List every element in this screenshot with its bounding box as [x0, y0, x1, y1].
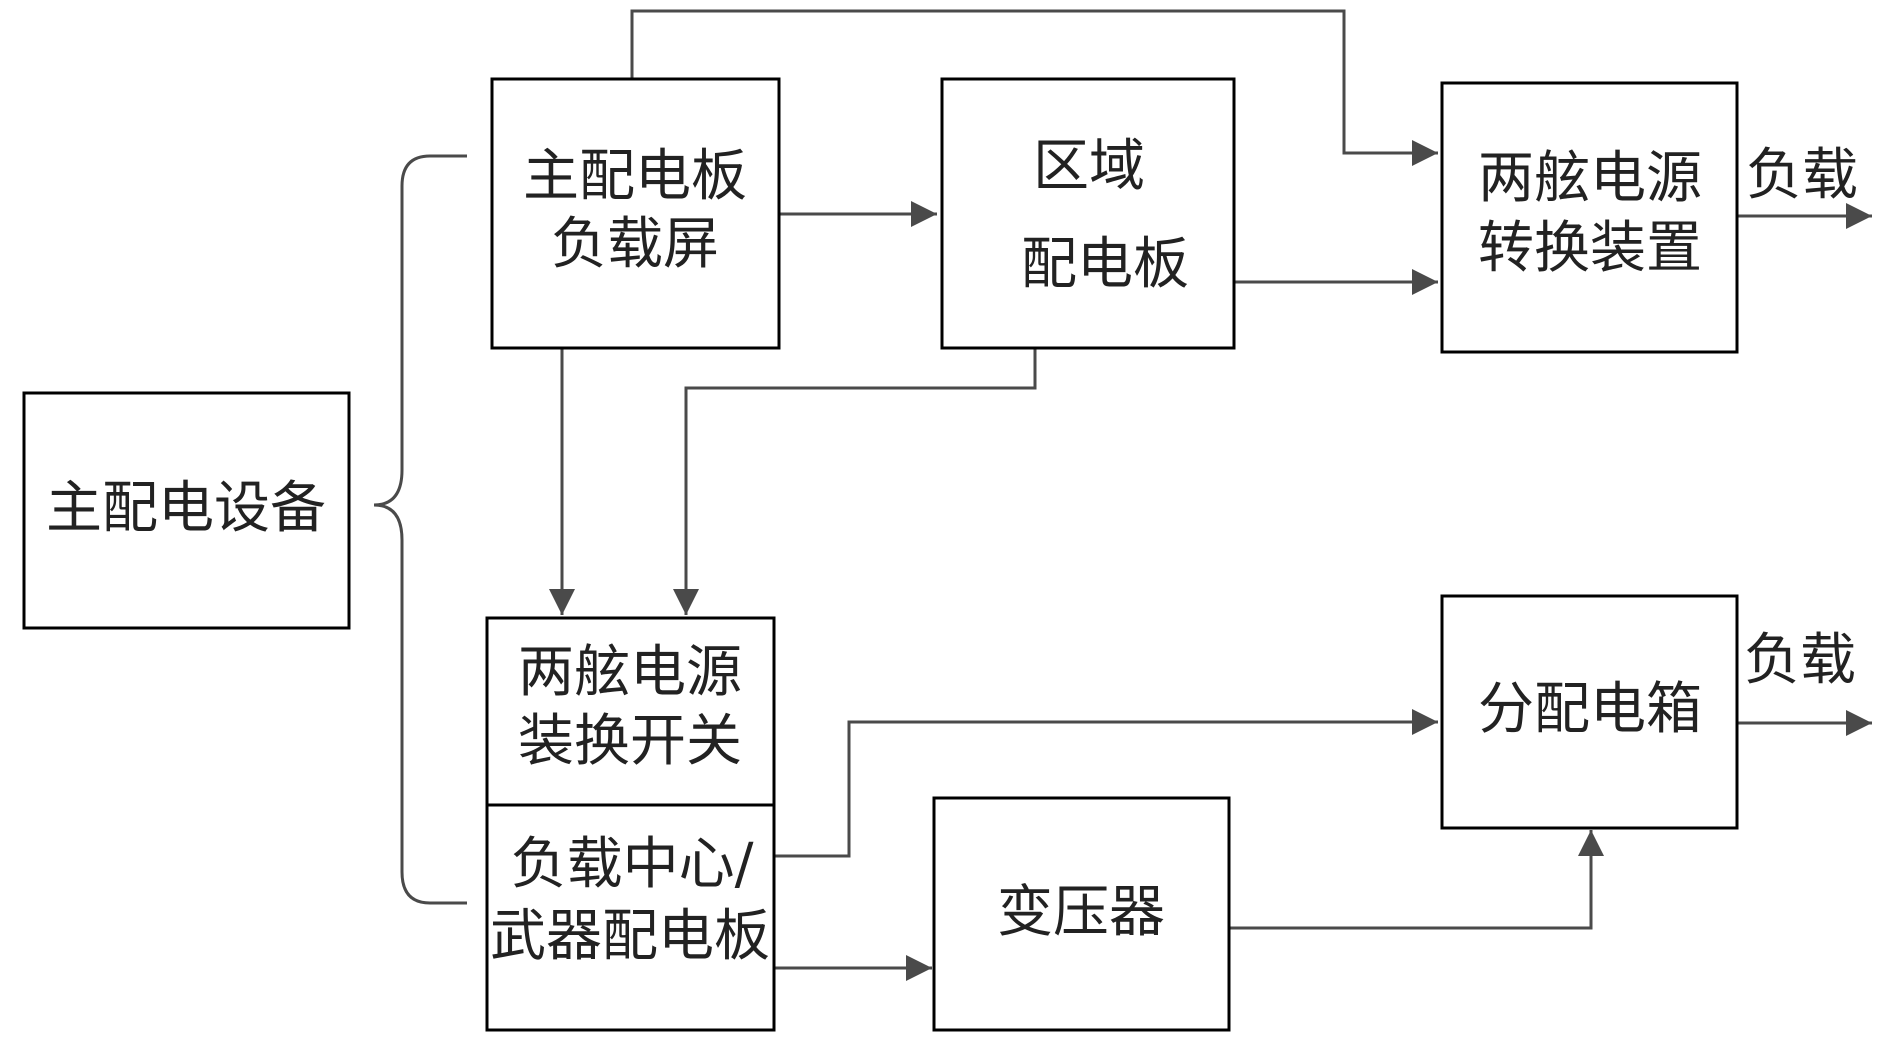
output-load-bottom: 负载	[1744, 628, 1856, 693]
node-main-equipment: 主配电设备	[22, 391, 351, 630]
node-transformer: 变压器	[932, 796, 1231, 1032]
connector-transformer-to-distribution-box	[1229, 830, 1604, 930]
node-zone-switchboard: 区域 配电板	[940, 77, 1236, 350]
node-transfer-device-line1: 两舷电源	[1478, 146, 1702, 211]
node-main-switchboard: 主配电板 负载屏	[490, 77, 781, 350]
connector-load-center-to-distribution-box	[774, 709, 1438, 858]
node-zone-switchboard-line1: 区域	[1033, 134, 1145, 199]
node-transfer-switch-line1: 两舷电源	[518, 640, 742, 705]
node-main-switchboard-line1: 主配电板	[523, 144, 747, 209]
node-distribution-box-label: 分配电箱	[1478, 677, 1702, 742]
node-transfer-switch-line2: 装换开关	[518, 709, 742, 774]
grouping-brace	[373, 154, 467, 905]
connector-main-to-transfer-device-top	[630, 9, 1438, 166]
node-main-equipment-label: 主配电设备	[46, 476, 326, 541]
node-load-center-line2: 武器配电板	[490, 904, 770, 969]
node-transfer-device: 两舷电源 转换装置	[1440, 81, 1739, 354]
node-transfer-switch-load-center: 两舷电源 装换开关 负载中心/ 武器配电板	[485, 616, 776, 1032]
node-transfer-device-line2: 转换装置	[1478, 216, 1702, 281]
node-distribution-box: 分配电箱	[1440, 594, 1739, 830]
node-zone-switchboard-line2: 配电板	[1021, 232, 1189, 297]
connector-zone-to-transfer-switch	[673, 348, 1037, 615]
node-load-center-line1: 负载中心/	[511, 832, 754, 897]
node-transformer-label: 变压器	[997, 880, 1165, 945]
node-main-switchboard-line2: 负载屏	[551, 212, 719, 277]
output-load-top: 负载	[1746, 143, 1858, 208]
